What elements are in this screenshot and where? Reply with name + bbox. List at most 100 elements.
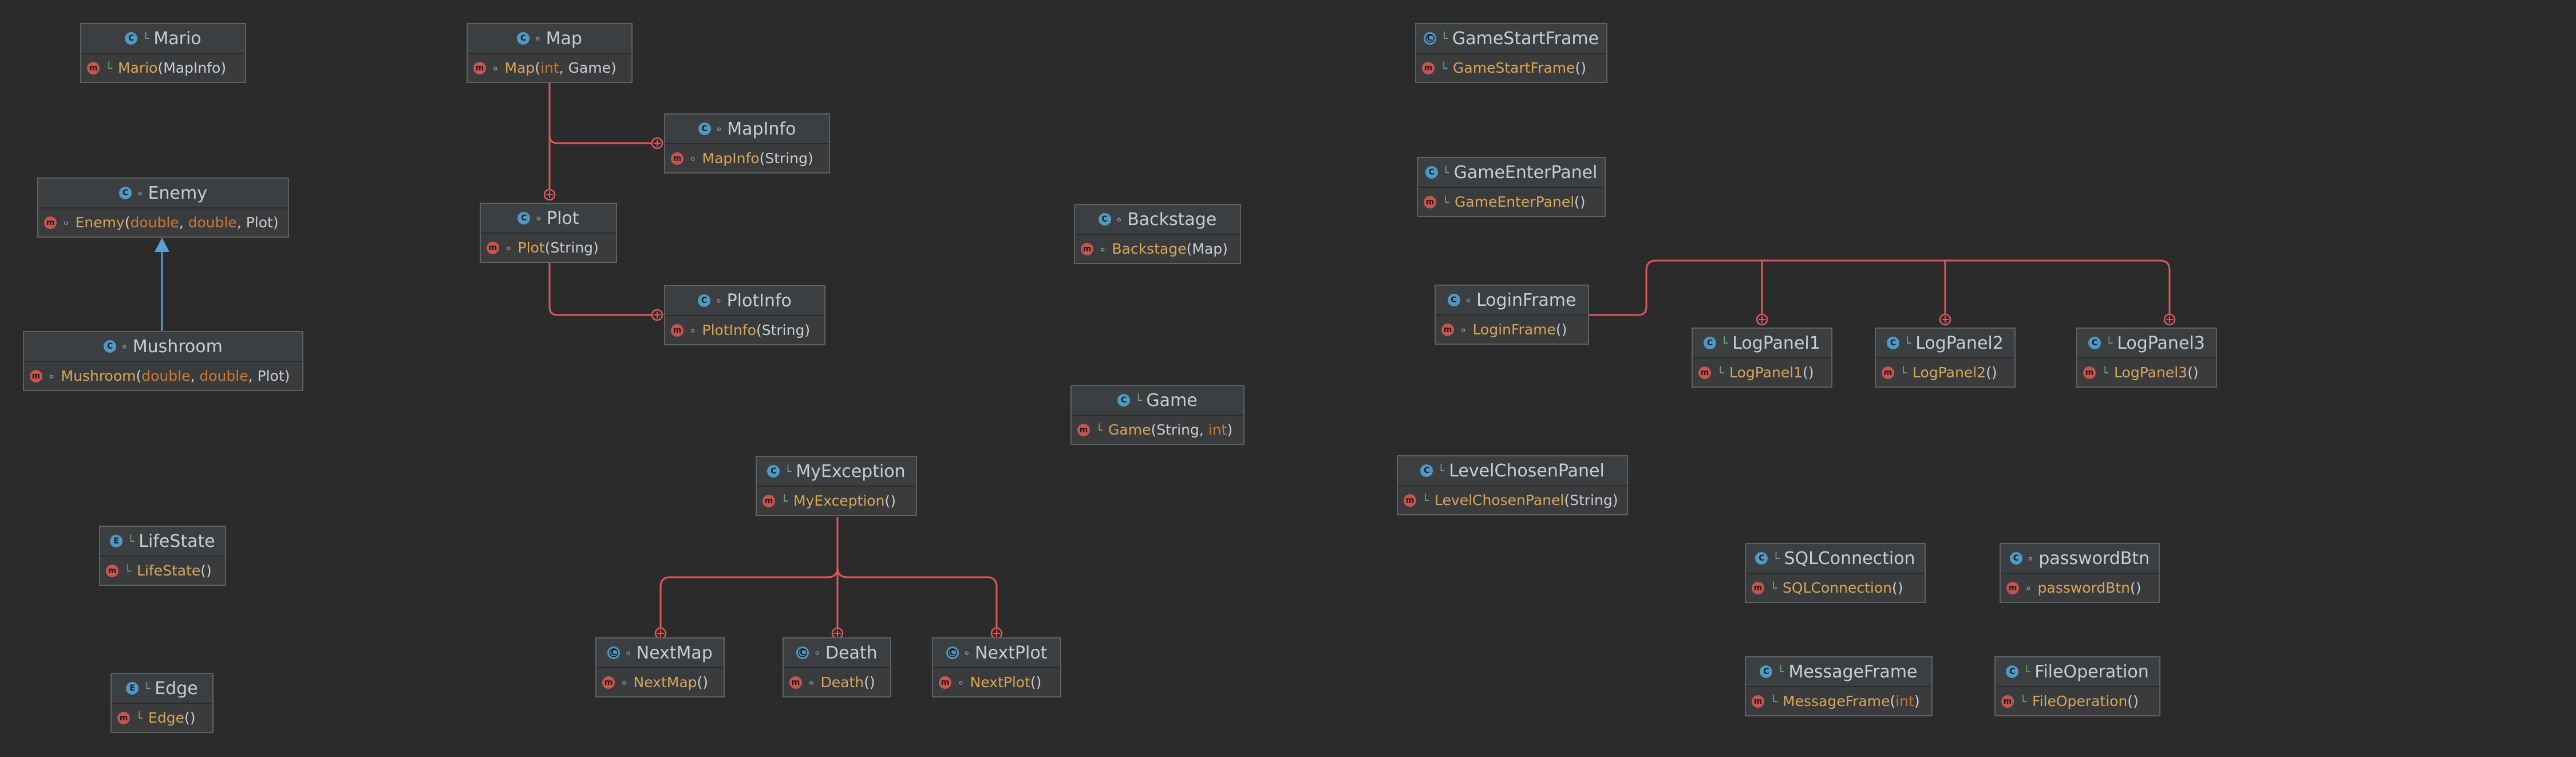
method-icon: m: [762, 494, 775, 507]
method-icon: m: [1698, 366, 1711, 379]
method-icon: m: [1752, 581, 1764, 594]
class-header[interactable]: C└FileOperation: [1996, 657, 2159, 687]
constructor-row[interactable]: m∘NextMap(): [596, 668, 724, 696]
class-header[interactable]: C∘Map: [468, 24, 631, 54]
constructor-row[interactable]: m∘Backstage(Map): [1075, 235, 1240, 263]
class-header[interactable]: C└Mario: [81, 24, 245, 54]
constructor-row[interactable]: m∘Death(): [784, 668, 890, 696]
constructor-row[interactable]: m∘Mushroom(double, double, Plot): [24, 362, 302, 390]
public-visibility-icon: └: [1777, 665, 1784, 679]
class-header[interactable]: C└LevelChosenPanel: [1398, 456, 1627, 486]
class-header[interactable]: C∘MapInfo: [665, 115, 829, 144]
constructor-row[interactable]: m└MessageFrame(int): [1746, 687, 1931, 715]
constructor-row[interactable]: m∘MapInfo(String): [665, 144, 829, 172]
constructor-row[interactable]: m└LevelChosenPanel(String): [1398, 486, 1627, 514]
class-header[interactable]: C└LogPanel3: [2077, 329, 2216, 358]
class-header[interactable]: C∘Mushroom: [24, 332, 302, 362]
method-icon: m: [1752, 695, 1764, 708]
public-visibility-icon: └: [1900, 365, 1907, 380]
constructor-row[interactable]: m└LogPanel3(): [2077, 358, 2216, 387]
constructor-signature: NextMap(): [633, 674, 709, 691]
class-header[interactable]: C∘LoginFrame: [1436, 286, 1588, 316]
constructor-signature: Backstage(Map): [1112, 240, 1228, 257]
class-header[interactable]: C∘Backstage: [1075, 205, 1240, 235]
constructor-row[interactable]: m∘Map(int, Game): [468, 54, 631, 82]
package-visibility-icon: ∘: [1099, 242, 1107, 256]
class-header[interactable]: C└LogPanel2: [1876, 329, 2014, 358]
constructor-row[interactable]: m└GameEnterPanel(): [1418, 188, 1605, 216]
method-icon: m: [671, 324, 683, 337]
class-header[interactable]: C∘PlotInfo: [665, 286, 824, 316]
constructor-row[interactable]: m└MyException(): [757, 487, 916, 515]
constructor-row[interactable]: m└GameStartFrame(): [1416, 54, 1606, 82]
class-header[interactable]: C└MyException: [757, 457, 916, 487]
constructor-row[interactable]: m└Mario(MapInfo): [81, 54, 245, 82]
class-header[interactable]: C∘passwordBtn: [2001, 544, 2159, 574]
constructor-row[interactable]: m└LogPanel1(): [1693, 358, 1831, 387]
class-header[interactable]: C└GameStartFrame: [1416, 24, 1606, 54]
class-header[interactable]: C∘Death: [784, 638, 890, 668]
constructor-row[interactable]: m└Game(String, int): [1072, 416, 1243, 444]
public-visibility-icon: └: [784, 464, 792, 478]
method-icon: m: [939, 676, 951, 689]
constructor-row[interactable]: m∘Enemy(double, double, Plot): [38, 208, 288, 236]
class-header[interactable]: C∘NextMap: [596, 638, 724, 668]
class-header[interactable]: C└GameEnterPanel: [1418, 158, 1605, 188]
public-visibility-icon: └: [2023, 665, 2030, 679]
class-header[interactable]: C∘NextPlot: [933, 638, 1060, 668]
constructor-row[interactable]: m└FileOperation(): [1996, 687, 2159, 715]
class-header[interactable]: C∘Plot: [481, 204, 616, 234]
class-header[interactable]: C└LogPanel1: [1693, 329, 1831, 358]
class-header[interactable]: C└Game: [1072, 386, 1243, 416]
package-visibility-icon: ∘: [1460, 322, 1467, 337]
edge-myexception-nextplot: [836, 567, 998, 628]
class-header[interactable]: C└MessageFrame: [1746, 657, 1931, 687]
constructor-row[interactable]: m∘Plot(String): [481, 234, 616, 262]
constructor-signature: Enemy(double, double, Plot): [75, 214, 279, 231]
constructor-row[interactable]: m└SQLConnection(): [1746, 574, 1925, 602]
class-header[interactable]: E└Edge: [112, 674, 212, 704]
constructor-row[interactable]: m∘PlotInfo(String): [665, 316, 824, 344]
class-header[interactable]: C└SQLConnection: [1746, 544, 1925, 574]
class-icon: C: [1420, 464, 1433, 477]
constructor-row[interactable]: m└Edge(): [112, 704, 212, 732]
class-name: Map: [546, 28, 582, 49]
class-header[interactable]: E└LifeState: [100, 527, 225, 557]
public-visibility-icon: └: [1096, 423, 1103, 437]
public-visibility-icon: └: [105, 61, 113, 75]
constructor-row[interactable]: m└LifeState(): [100, 557, 225, 585]
constructor-row[interactable]: m└LogPanel2(): [1876, 358, 2014, 387]
constructor-row[interactable]: m∘NextPlot(): [933, 668, 1060, 696]
method-icon: m: [789, 676, 802, 689]
constructor-row[interactable]: m∘LoginFrame(): [1436, 316, 1588, 344]
constructor-signature: Map(int, Game): [504, 60, 617, 76]
class-header[interactable]: C∘Enemy: [38, 179, 288, 208]
constructor-row[interactable]: m∘passwordBtn(): [2001, 574, 2159, 602]
